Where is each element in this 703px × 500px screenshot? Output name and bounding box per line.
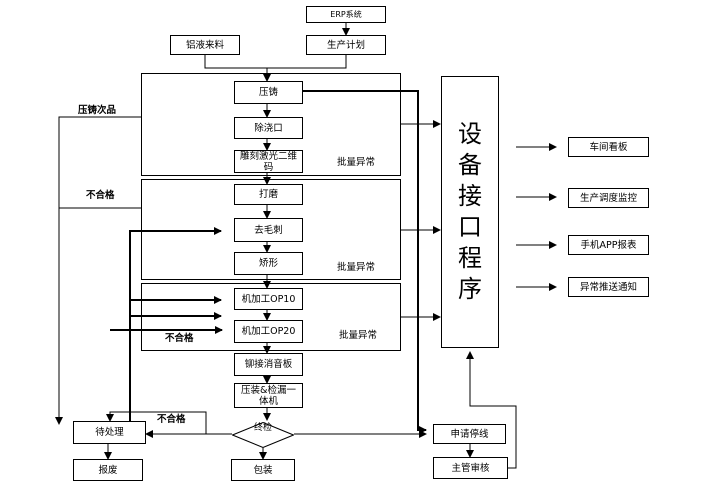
mobile-app-report-box[interactable]: 手机APP报表 (568, 235, 649, 255)
batch-exception-label-1: 批量异常 (337, 157, 376, 168)
request-line-stop-box[interactable]: 申请停线 (433, 424, 506, 444)
nonconforming-label-3: 不合格 (157, 414, 186, 425)
panel-machining-stage (141, 283, 401, 351)
press-leak-test-label: 压装&检漏一体机 (241, 384, 296, 407)
device-interface-program-box[interactable]: 设 备 接 口 程 序 (441, 76, 499, 348)
production-dispatch-box[interactable]: 生产调度监控 (568, 188, 649, 208)
machining-op20-box[interactable]: 机加工OP20 (234, 320, 303, 343)
deburr-box[interactable]: 去毛刺 (234, 218, 303, 242)
casting-defect-label: 压铸次品 (78, 105, 117, 116)
batch-exception-label-2: 批量异常 (337, 262, 376, 273)
production-plan-box[interactable]: 生产计划 (306, 35, 386, 55)
machining-op10-box[interactable]: 机加工OP10 (234, 288, 303, 310)
straightening-box[interactable]: 矫形 (234, 252, 303, 275)
iface-char-6: 序 (458, 275, 482, 303)
grinding-box[interactable]: 打磨 (234, 184, 303, 205)
aluminum-feed-box[interactable]: 铝液来料 (170, 35, 240, 55)
batch-exception-label-3: 批量异常 (339, 330, 378, 341)
iface-char-4: 口 (458, 213, 482, 241)
laser-qr-box[interactable]: 雕刻激光二维码 (234, 150, 303, 173)
erp-system-box[interactable]: ERP系统 (306, 6, 386, 23)
workshop-kanban-box[interactable]: 车间看板 (568, 137, 649, 157)
scrap-box[interactable]: 报废 (73, 459, 143, 481)
nonconforming-label-2: 不合格 (165, 333, 194, 344)
nonconforming-label-1: 不合格 (86, 190, 115, 201)
iface-char-1: 设 (458, 120, 482, 148)
panel-finishing-stage (141, 179, 401, 280)
press-leak-test-box[interactable]: 压装&检漏一体机 (234, 383, 303, 408)
panel-casting-stage (141, 73, 401, 176)
rivet-muffler-box[interactable]: 铆接消音板 (234, 353, 303, 376)
degate-box[interactable]: 除浇口 (234, 117, 303, 139)
exception-notify-box[interactable]: 异常推送通知 (568, 277, 649, 297)
pending-box[interactable]: 待处理 (73, 421, 146, 444)
pack-box[interactable]: 包装 (231, 459, 295, 481)
iface-char-3: 接 (458, 182, 482, 210)
iface-char-2: 备 (458, 151, 482, 179)
final-inspection-label: 终检 (253, 423, 272, 433)
casting-box[interactable]: 压铸 (234, 81, 303, 104)
supervisor-review-box[interactable]: 主管审核 (433, 457, 508, 479)
laser-qr-label: 雕刻激光二维码 (239, 150, 297, 173)
final-inspection-decision[interactable] (232, 422, 294, 448)
iface-char-5: 程 (458, 244, 482, 272)
